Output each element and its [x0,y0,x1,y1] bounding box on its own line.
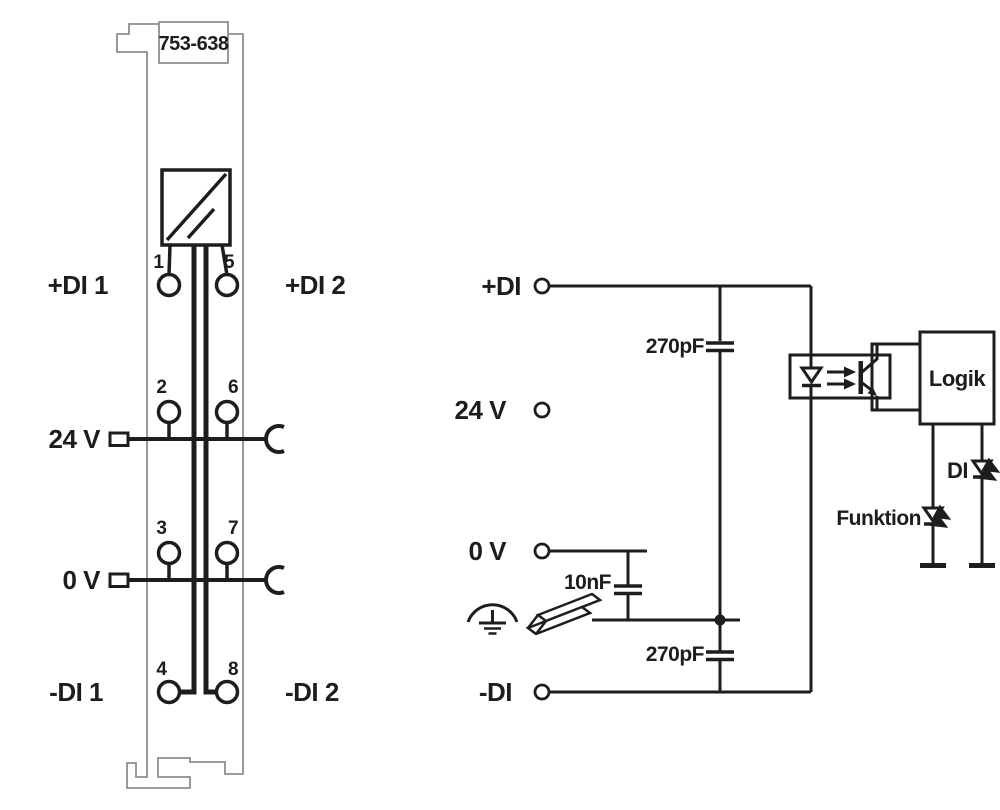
electronics-symbol-icon [160,168,232,247]
functional-earth-icon [466,603,519,635]
label-schematic-minus-di: -DI [479,677,512,707]
din-rail-icon [525,592,603,636]
led-triangle [799,366,824,385]
capacitor-270pf-bottom-icon [706,650,734,662]
label-schematic-0v: 0 V [468,536,507,566]
terminal-1 [156,272,182,298]
terminal-24v [533,401,551,419]
di-led-icon [970,457,1000,481]
label-led-funktion: Funktion [836,507,921,530]
label-plus-di1: +DI 1 [48,270,108,300]
terminal-number-5: 5 [224,252,235,273]
wire-to-terminal-8 [203,245,217,695]
label-0v: 0 V [62,565,101,595]
module-signal-labels: +DI 1 +DI 2 24 V 0 V -DI 1 -DI 2 [48,270,346,707]
input-circuit-schematic: Logik +DI 24 [455,271,1000,707]
diagonal-line [165,172,228,242]
terminal-8 [214,679,240,705]
transistor-collector [860,344,879,375]
label-schematic-24v: 24 V [455,395,508,425]
part-number-plate [158,21,229,64]
terminal-0v [533,542,551,560]
jumper-contact-24v-icon [264,424,285,454]
led-ray [929,512,949,528]
terminal-5 [214,272,240,298]
logic-label: Logik [929,366,986,391]
terminal-number-6: 6 [228,377,239,398]
terminal-3 [156,540,182,566]
schematic-wires [549,284,813,694]
transistor-emitter [860,380,873,392]
terminal-2 [156,399,182,425]
led-branches [920,424,1000,568]
junction-dot [714,614,726,626]
label-minus-di2: -DI 2 [285,677,339,707]
logic-block: Logik [918,330,996,426]
connector-24v-icon [108,431,130,447]
label-cap-10nf: 10nF [564,571,612,594]
label-cap-270pf-bottom: 270pF [646,643,705,666]
din-rail-end-edge [527,614,539,629]
terminal-number-2: 2 [156,377,167,398]
earth-arc [466,603,519,623]
din-rail-back-flange [535,592,603,623]
terminal-minus-di [533,683,551,701]
funktion-led-icon [921,504,952,528]
terminal-number-8: 8 [228,659,239,680]
capacitor-270pf-top-icon [706,341,734,353]
schematic-terminals [533,277,551,701]
terminal-plus-di [533,277,551,295]
arrow-head [844,366,856,378]
logic-box [918,330,996,426]
module-housing-outline [116,23,244,789]
din-rail-end-edge-2 [535,620,547,635]
label-led-di: DI [947,458,968,483]
transistor-base-bar [858,361,863,394]
io-module: 753-638 [48,21,346,789]
part-number-label: 753-638 [159,33,229,55]
optocoupler-box [788,353,892,400]
lead-to-terminal-1 [167,244,172,276]
terminal-numbers: 1 5 2 6 3 7 4 8 [153,252,238,680]
schematic-labels: +DI 24 V 0 V -DI 270pF 10nF 270pF DI Fun… [455,271,969,707]
label-plus-di2: +DI 2 [285,270,345,300]
terminal-number-3: 3 [156,518,167,539]
terminal-number-7: 7 [228,518,239,539]
opto-led-icon [799,366,824,388]
terminal-7 [214,540,240,566]
led-triangle [970,459,994,477]
terminal-number-1: 1 [153,252,164,273]
label-schematic-plus-di: +DI [481,271,521,301]
jumper-contact-0v-icon [264,565,285,595]
led-ray [978,465,998,481]
terminal-number-4: 4 [156,659,167,680]
label-24v: 24 V [49,424,102,454]
lead-to-terminal-5 [220,244,229,276]
terminal-contacts [156,272,240,705]
supply-row-24v [108,424,285,454]
connector-0v-icon [108,572,130,588]
wire-to-terminal-4 [180,245,197,695]
led-triangle [921,506,945,524]
transistor-emitter-arrow [867,387,877,396]
arrow-head [844,378,856,390]
led-ray [932,504,952,520]
led-ray [981,457,1000,473]
capacitor-10nf-icon [614,584,642,596]
label-cap-270pf-top: 270pF [646,335,705,358]
diagonal-line-short [186,207,216,240]
opto-light-arrows-icon [827,366,856,390]
label-minus-di1: -DI 1 [49,677,103,707]
terminal-6 [214,399,240,425]
terminal-4 [156,679,182,705]
din-rail-front-flange [525,605,593,636]
module-internal-wiring [167,244,229,695]
supply-row-0v [108,565,285,595]
